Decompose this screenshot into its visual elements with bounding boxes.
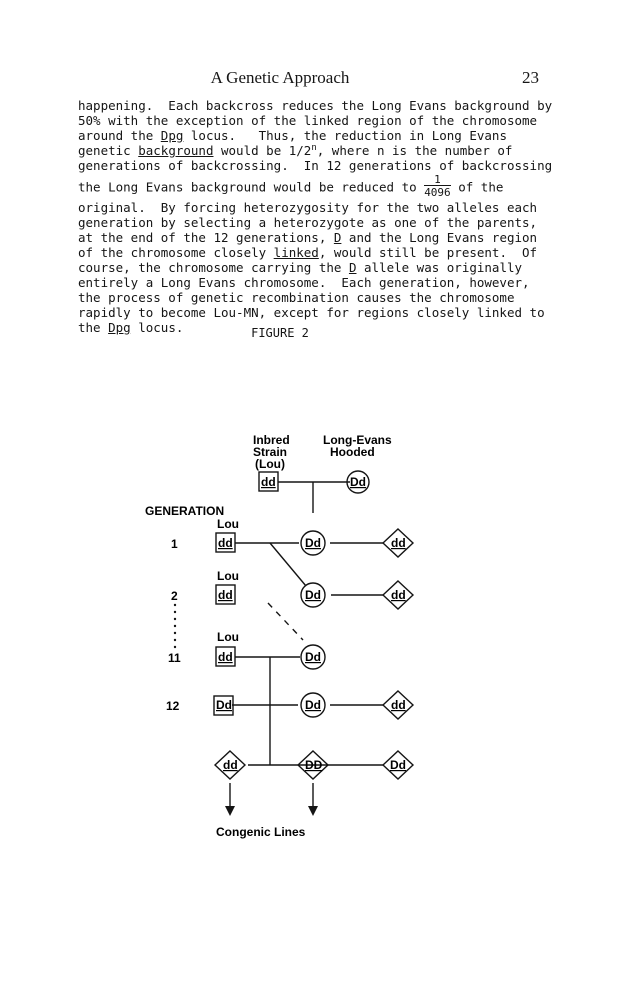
- genotype-dd: dd: [218, 588, 233, 602]
- generation-2: 2: [171, 589, 178, 603]
- diamond-symbol: [381, 528, 415, 558]
- dot: [173, 617, 177, 621]
- male-square: [258, 471, 279, 492]
- diamond-symbol: [381, 690, 415, 720]
- female-circle: [300, 692, 326, 718]
- inbred-label: (Lou): [255, 457, 285, 471]
- genotype-dd: dd: [223, 758, 238, 772]
- long-evans-label: Long-Evans: [323, 433, 392, 447]
- female-circle: [300, 530, 326, 556]
- gene-dpg: Dpg: [160, 128, 184, 143]
- male-square: [213, 695, 234, 716]
- diamond-symbol: [381, 580, 415, 610]
- genotype-DD: DD: [305, 758, 323, 772]
- male-square: [215, 584, 236, 605]
- congenic-lines-label: Congenic Lines: [216, 825, 306, 839]
- generation-1: 1: [171, 537, 178, 551]
- page-number: 23: [522, 68, 539, 87]
- running-title: A Genetic Approach: [210, 68, 350, 87]
- generation-11: 11: [168, 651, 181, 665]
- dot: [173, 610, 177, 614]
- inbred-label: Strain: [253, 445, 287, 459]
- text-line: entirely a Long Evans chromosome. Each g…: [78, 275, 530, 290]
- male-square: [215, 532, 236, 553]
- female-circle: [300, 644, 326, 670]
- text-line: the Long Evans background would be reduc…: [78, 173, 504, 199]
- genotype-dd: dd: [218, 650, 233, 664]
- lou-label: Lou: [217, 630, 239, 644]
- text-line: generations of backcrossing. In 12 gener…: [78, 158, 553, 173]
- figure-label: FIGURE 2: [251, 326, 309, 340]
- text-line: of the chromosome closely linked, would …: [78, 245, 538, 260]
- text-line: at the end of the 12 generations, D and …: [78, 230, 538, 245]
- inbred-label: Inbred: [253, 433, 290, 447]
- female-circle: [300, 582, 326, 608]
- descent-line: [269, 542, 307, 587]
- text-line: course, the chromosome carrying the D al…: [78, 260, 523, 275]
- dot: [173, 638, 177, 642]
- genotype-Dd: Dd: [305, 698, 321, 712]
- genotype-dd: dd: [261, 475, 276, 489]
- dot: [173, 645, 177, 649]
- genotype-dd: dd: [391, 698, 406, 712]
- genotype-Dd: Dd: [305, 650, 321, 664]
- dot: [173, 631, 177, 635]
- exponent: n: [311, 143, 317, 153]
- male-square: [215, 646, 236, 667]
- lou-label: Lou: [217, 517, 239, 531]
- text-line: 50% with the exception of the linked reg…: [78, 113, 538, 128]
- text-line: the Dpg locus.: [78, 320, 184, 335]
- genotype-Dd: Dd: [350, 475, 366, 489]
- text-line: generation by selecting a heterozygote a…: [78, 215, 538, 230]
- generation-heading: GENERATION: [145, 504, 224, 518]
- dot: [173, 624, 177, 628]
- genotype-dd: dd: [391, 536, 406, 550]
- genotype-Dd: Dd: [305, 588, 321, 602]
- page-header: A Genetic Approach 23: [0, 68, 621, 90]
- descent-dashed-line: [267, 602, 304, 641]
- genotype-dd: dd: [391, 588, 406, 602]
- genotype-Dd: Dd: [305, 536, 321, 550]
- genotype-dd: dd: [218, 536, 233, 550]
- lou-label: Lou: [217, 569, 239, 583]
- text-line: original. By forcing heterozygosity for …: [78, 200, 538, 215]
- female-circle: [346, 470, 370, 494]
- genotype-Dd: Dd: [390, 758, 406, 772]
- text-line: happening. Each backcross reduces the Lo…: [78, 98, 553, 113]
- text-line: around the Dpg locus. Thus, the reductio…: [78, 128, 507, 143]
- diamond-symbol: [213, 750, 247, 780]
- diamond-symbol: [381, 750, 415, 780]
- arrow-head: [225, 806, 235, 816]
- gene-dpg: Dpg: [108, 320, 131, 335]
- text-line: genetic background would be 1/2n, where …: [78, 143, 513, 159]
- arrow-head: [308, 806, 318, 816]
- genotype-Dd: Dd: [216, 698, 232, 712]
- dot: [173, 603, 177, 607]
- generation-12: 12: [166, 699, 180, 713]
- long-evans-label: Hooded: [330, 445, 375, 459]
- diamond-symbol: [296, 750, 330, 780]
- text-line: the process of genetic recombination cau…: [78, 290, 515, 305]
- text-line: rapidly to become Lou-MN, except for reg…: [78, 305, 545, 320]
